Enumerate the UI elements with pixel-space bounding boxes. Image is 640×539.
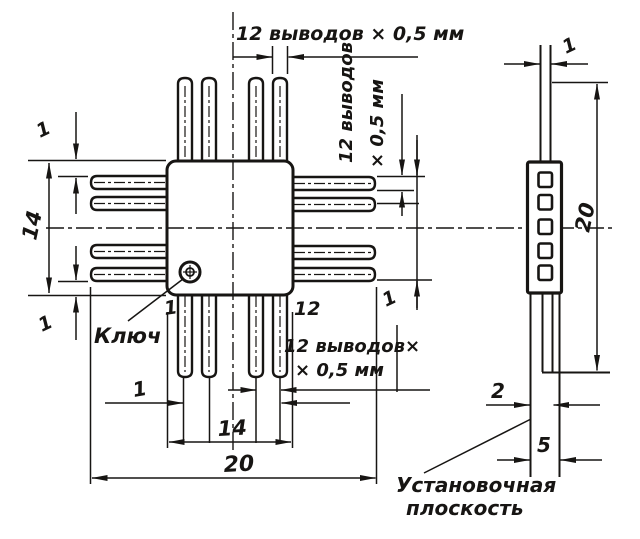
pin-last-label: 12 [294,298,320,320]
key-label: Ключ [94,324,161,348]
dim-side-lead-1: 1 [559,33,580,59]
side-body [525,160,564,295]
dim-overall-20: 20 [223,451,255,478]
bottom-leads-label-line1: 12 выводов× [284,336,420,357]
mounting-plane-label-line1: Установочная [396,473,556,497]
pin-first-label: 1 [163,296,179,320]
dim-side-seating-5: 5 [537,433,551,457]
dimension-lines [28,46,608,484]
centerlines [46,12,614,452]
right-leads-label-line1: 12 выводов [336,42,357,163]
side-view [525,45,610,477]
dim-body-height-14: 14 [17,208,47,242]
dim-right-1: 1 [379,286,400,312]
dim-bottom-left-1: 1 [35,311,56,337]
top-leads-label: 12 выводов × 0,5 мм [236,23,464,45]
dim-body-width-14: 14 [217,415,247,440]
labels: 12 выводов × 0,5 мм 12 выводов × 0,5 мм … [17,23,600,520]
lead-axis-lines [94,86,373,372]
side-lead-windows [537,171,554,282]
dim-side-standoff-2: 2 [491,379,505,403]
bottom-leads-label-line2: × 0,5 мм [295,360,384,381]
key-marker [178,260,202,284]
dim-top-left-1: 1 [33,117,54,143]
front-view-leads [89,76,377,379]
dim-side-height-20: 20 [570,200,600,234]
mounting-plane-label-line2: плоскость [406,496,523,520]
right-leads-label-line2: × 0,5 мм [367,79,388,168]
dim-bottom-1: 1 [131,376,149,402]
